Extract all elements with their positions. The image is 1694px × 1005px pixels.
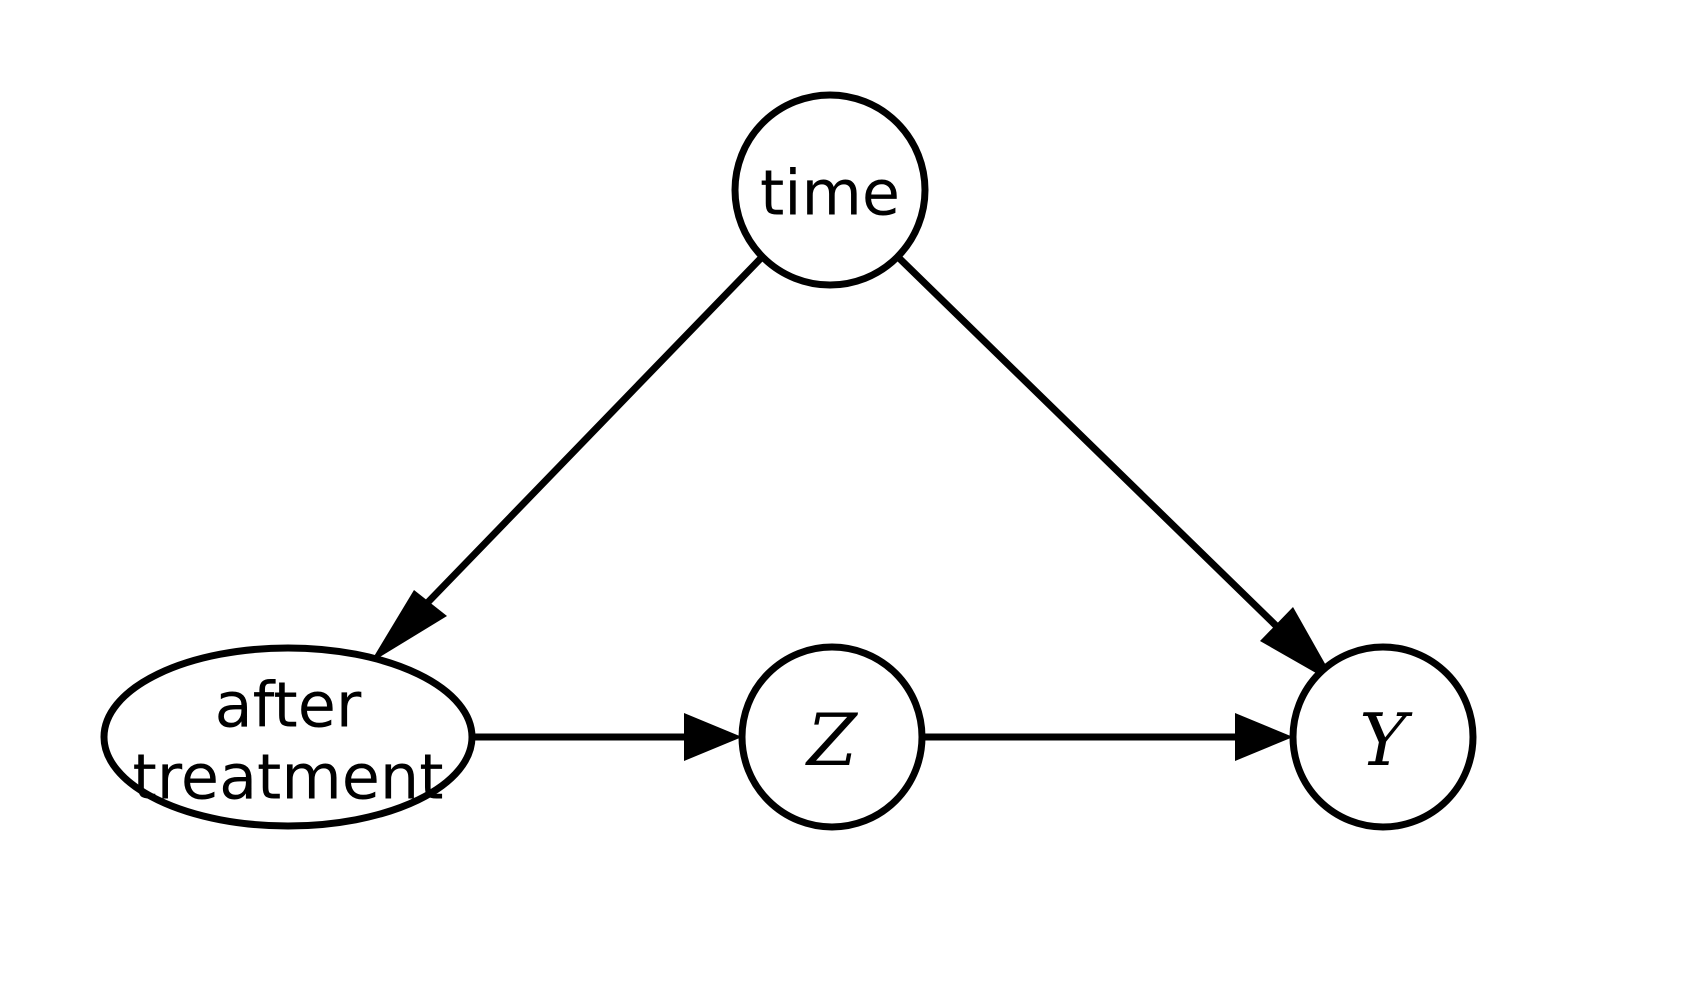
node-Y-circle[interactable]: [1289, 643, 1477, 831]
node-Z[interactable]: Z: [738, 643, 926, 831]
edge-line-time-after-treatment: [401, 254, 765, 630]
node-after-treatment[interactable]: after treatment: [100, 644, 476, 830]
edge-time-to-after-treatment: [370, 254, 765, 663]
arrowhead-time-Y: [1260, 607, 1337, 685]
node-Z-label: Z: [805, 698, 859, 782]
edge-Z-to-Y: [922, 713, 1293, 761]
node-Y[interactable]: Y: [1289, 643, 1477, 831]
edge-time-to-Y: [896, 255, 1337, 685]
node-Y-label: Y: [1359, 698, 1413, 782]
node-time-circle[interactable]: [731, 91, 929, 289]
node-after-treatment-ellipse[interactable]: [100, 644, 476, 830]
arrowhead-Z-Y: [1235, 713, 1293, 761]
arrowhead-time-after-treatment: [370, 590, 447, 663]
node-after-treatment-label-line1: after: [215, 669, 362, 742]
edge-after-treatment-to-Z: [472, 713, 742, 761]
node-time-label: time: [760, 157, 900, 230]
edge-line-time-Y: [896, 255, 1306, 655]
node-time[interactable]: time: [731, 91, 929, 289]
node-Z-circle[interactable]: [738, 643, 926, 831]
arrowhead-after-treatment-Z: [684, 713, 742, 761]
node-after-treatment-label-line2: treatment: [132, 741, 443, 814]
